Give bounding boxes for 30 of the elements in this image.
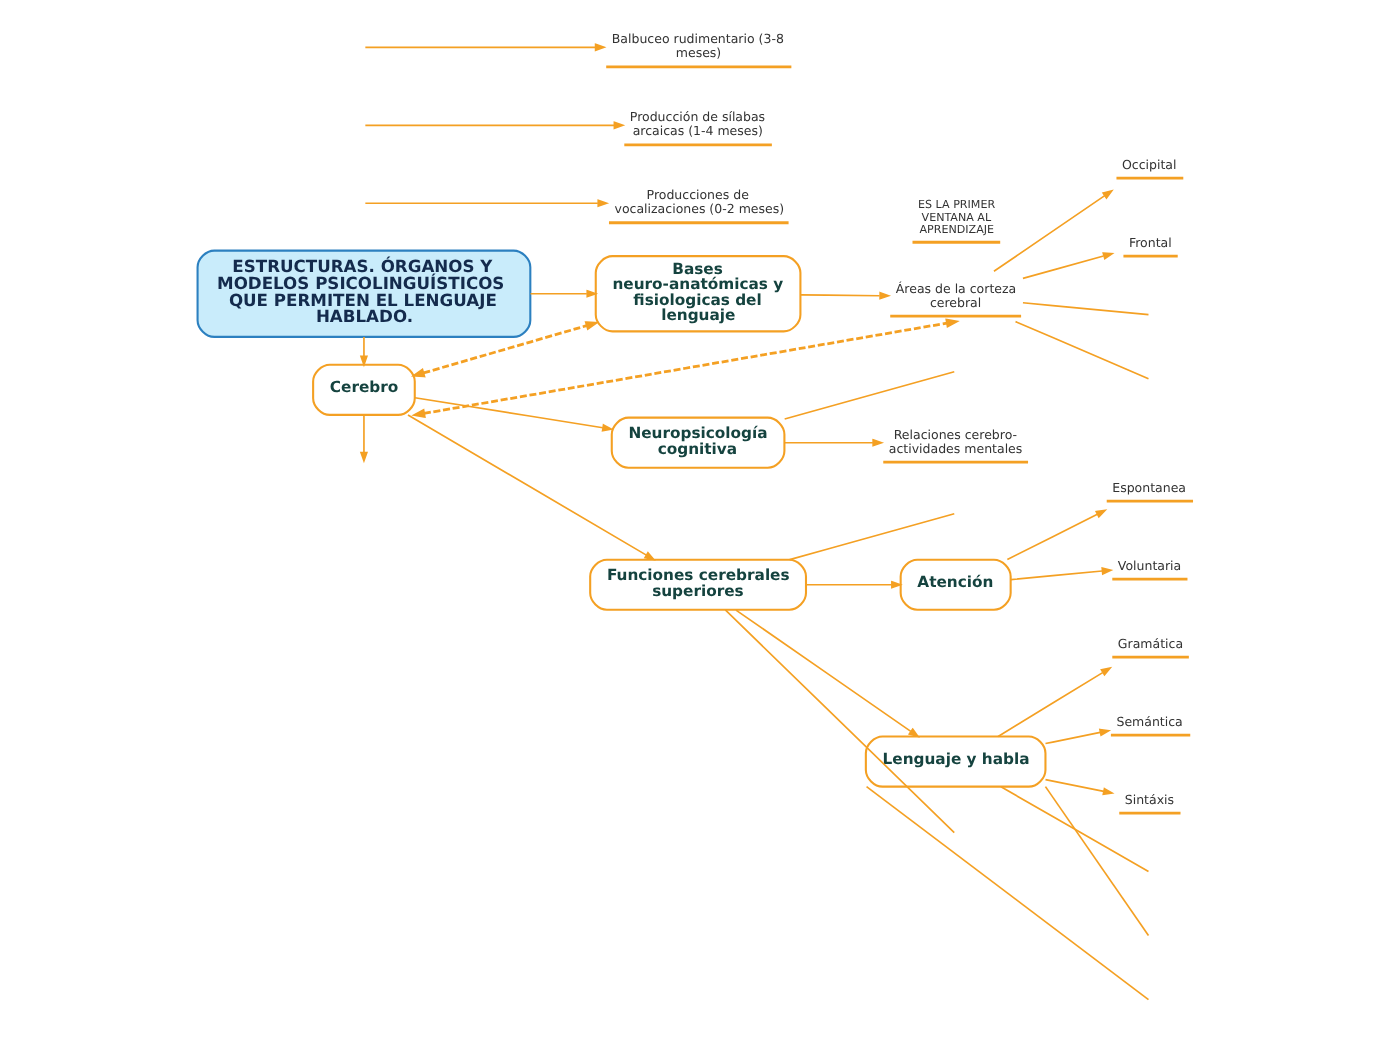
arrow — [359, 414, 369, 464]
arrow — [805, 580, 903, 589]
arrow — [1044, 728, 1112, 745]
arrow — [364, 199, 610, 208]
connector — [724, 609, 956, 834]
connector — [1000, 785, 1150, 873]
arrow — [364, 121, 626, 130]
arrow — [359, 336, 369, 368]
connector — [783, 370, 956, 420]
arrow — [1044, 778, 1115, 796]
arrow — [364, 43, 607, 52]
arrow — [410, 321, 600, 378]
arrow — [1022, 252, 1115, 280]
connector — [788, 512, 956, 561]
arrow — [414, 396, 614, 432]
arrow — [783, 438, 885, 447]
arrow — [997, 666, 1113, 738]
node-box: ESTRUCTURAS. ÓRGANOS Y MODELOS PSICOLINGUÍSTICOS QUE PERMITEN EL LENGUAJE HABLADO. — [196, 249, 532, 338]
arrow — [529, 289, 599, 298]
connector — [865, 785, 1150, 1001]
arrow — [411, 318, 960, 419]
arrow — [799, 291, 891, 300]
arrow — [407, 414, 656, 561]
connector — [1022, 301, 1150, 316]
connector — [1014, 320, 1150, 380]
arrow — [735, 609, 920, 738]
arrow — [1010, 566, 1114, 581]
connector — [1044, 785, 1150, 937]
arrow — [1006, 509, 1108, 561]
arrow — [993, 189, 1114, 273]
